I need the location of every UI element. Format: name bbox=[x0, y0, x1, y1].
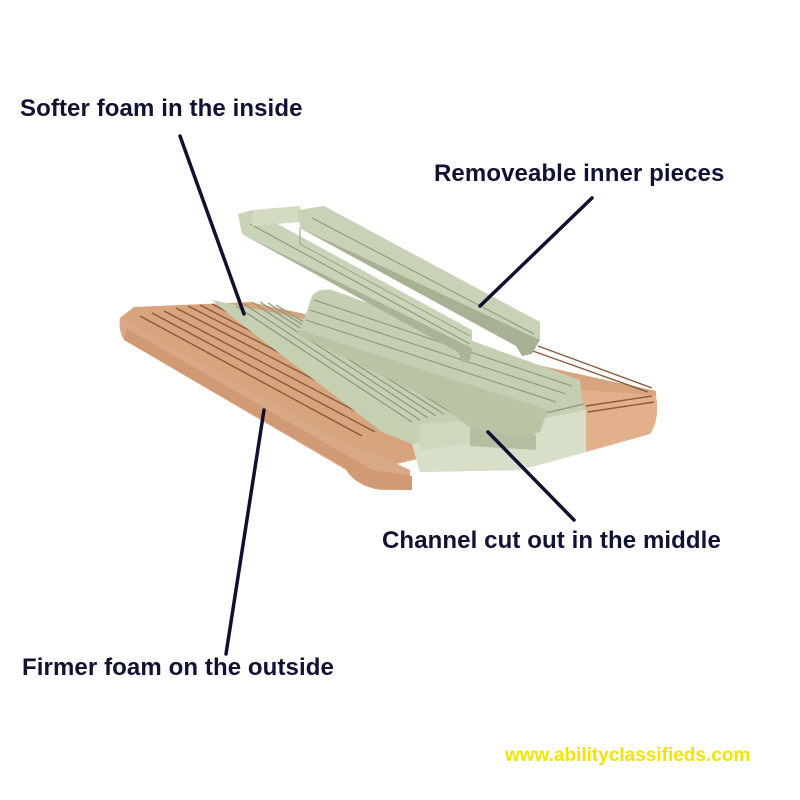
watermark-url: www.abilityclassifieds.com bbox=[505, 745, 751, 766]
removeable-piece-right bbox=[298, 206, 540, 356]
label-removeable-pieces: Removeable inner pieces bbox=[434, 160, 725, 187]
label-softer-foam: Softer foam in the inside bbox=[20, 95, 303, 122]
label-channel-cutout: Channel cut out in the middle bbox=[382, 527, 721, 554]
firm-foam-grooves-right bbox=[529, 345, 655, 413]
leader-lines bbox=[178, 134, 594, 656]
leader-line-softer bbox=[178, 134, 246, 316]
leader-line-remove bbox=[478, 196, 594, 308]
removeable-piece-left bbox=[238, 206, 472, 362]
leader-line-firmer bbox=[224, 408, 266, 656]
label-firmer-foam: Firmer foam on the outside bbox=[22, 654, 334, 681]
leader-line-channel bbox=[486, 430, 576, 522]
